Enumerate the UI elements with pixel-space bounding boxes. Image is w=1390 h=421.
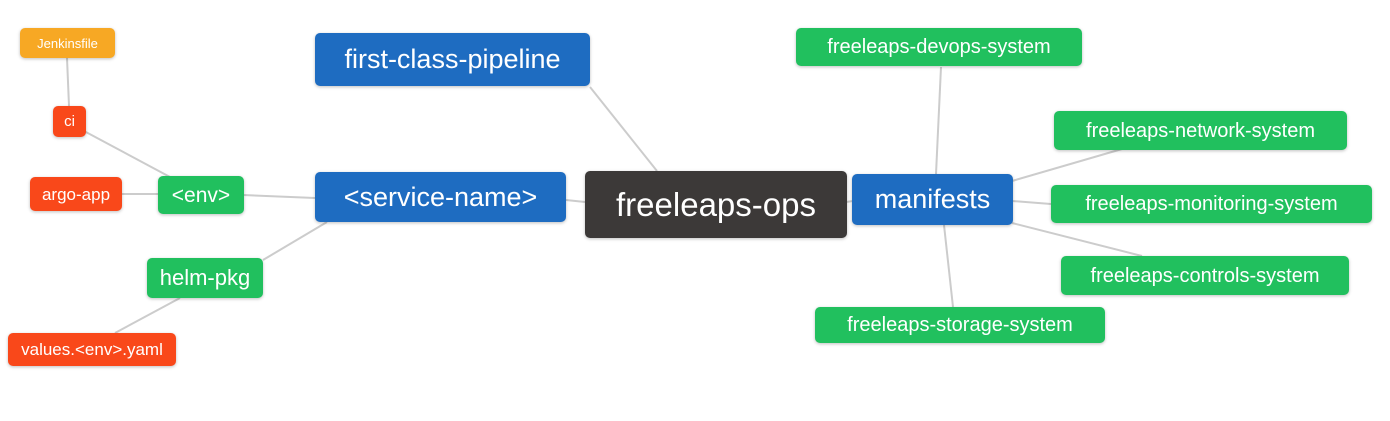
edge-service-name-helm-pkg [262,221,328,261]
node-first-class-pipeline[interactable]: first-class-pipeline [315,33,590,86]
node-freeleaps-storage-system[interactable]: freeleaps-storage-system [815,307,1105,343]
edge-manifests-storage-system [943,224,954,308]
node-freeleaps-network-system[interactable]: freeleaps-network-system [1054,111,1347,150]
node-values-env-yaml[interactable]: values.<env>.yaml [8,333,176,366]
edge-env-ci [83,130,171,178]
node-freeleaps-controls-system[interactable]: freeleaps-controls-system [1061,256,1349,295]
node-env[interactable]: <env> [158,176,244,214]
node-freeleaps-monitoring-system[interactable]: freeleaps-monitoring-system [1051,185,1372,223]
edge-service-name-env [242,194,316,199]
node-helm-pkg[interactable]: helm-pkg [147,258,263,298]
edge-root-service-name [565,199,586,203]
edge-ci-jenkinsfile [66,57,70,107]
edge-helm-pkg-values [114,297,181,334]
node-service-name[interactable]: <service-name> [315,172,566,222]
node-freeleaps-ops-root[interactable]: freeleaps-ops [585,171,847,238]
edge-manifests-devops-system [935,66,942,175]
edge-manifests-monitoring-system [1011,200,1052,205]
node-freeleaps-devops-system[interactable]: freeleaps-devops-system [796,28,1082,66]
node-ci[interactable]: ci [53,106,86,137]
node-argo-app[interactable]: argo-app [30,177,122,211]
node-manifests[interactable]: manifests [852,174,1013,225]
node-jenkinsfile[interactable]: Jenkinsfile [20,28,115,58]
edge-root-first-class-pipeline [589,86,658,172]
edge-manifests-network-system [1011,148,1123,182]
edge-manifests-controls-system [1011,222,1143,257]
